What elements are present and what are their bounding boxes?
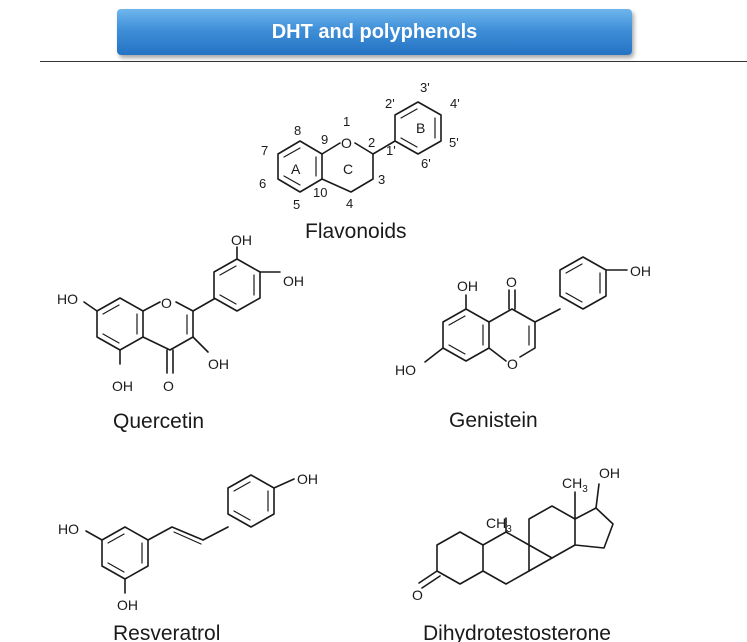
dht-ring-a: [436, 531, 484, 585]
dht-methyl-19: CH3: [486, 515, 512, 535]
quercetin-ring-o: O: [161, 295, 172, 311]
resveratrol-oh-4prime: OH: [297, 471, 318, 487]
position-6: 6: [259, 176, 266, 191]
resveratrol-oh-3: HO: [58, 521, 79, 537]
position-2-prime: 2': [385, 96, 395, 111]
position-1-prime: 1': [386, 143, 396, 158]
quercetin-oh-7: HO: [57, 291, 78, 307]
position-1: 1: [343, 114, 350, 129]
genistein-carbonyl-o: O: [506, 274, 517, 290]
genistein-oh-7: HO: [395, 362, 416, 378]
genistein-structure: OH O OH HO O Genistein: [395, 256, 651, 432]
page-title: DHT and polyphenols: [271, 20, 478, 43]
position-4: 4: [346, 196, 353, 211]
flavonoid-name: Flavonoids: [305, 220, 407, 243]
position-10: 10: [313, 185, 327, 200]
resveratrol-oh-5: OH: [117, 597, 138, 613]
position-2: 2: [368, 135, 375, 150]
title-banner: DHT and polyphenols: [117, 9, 632, 55]
dht-oh-17: OH: [599, 465, 620, 481]
resveratrol-structure: OH HO OH Resveratrol: [58, 471, 318, 642]
genistein-ring-b: [559, 256, 607, 310]
quercetin-oh-5: OH: [112, 378, 133, 394]
genistein-name: Genistein: [449, 409, 538, 432]
position-3-prime: 3': [420, 80, 430, 95]
resveratrol-ring-b: [227, 474, 275, 528]
dht-name: Dihydrotestosterone: [423, 622, 611, 642]
quercetin-oh-3: OH: [208, 356, 229, 372]
genistein-ring-a: [442, 308, 490, 362]
genistein-oh-4prime: OH: [630, 263, 651, 279]
position-6-prime: 6': [421, 156, 431, 171]
position-9: 9: [321, 132, 328, 147]
position-5-prime: 5': [449, 135, 459, 150]
genistein-ring-o: O: [507, 356, 518, 372]
flavonoid-ring-c: [321, 142, 341, 155]
flavonoid-ring-oxygen: O: [341, 135, 352, 151]
quercetin-name: Quercetin: [113, 410, 204, 433]
quercetin-oh-3prime: OH: [231, 232, 252, 248]
quercetin-ring-b: [213, 258, 261, 312]
ring-label-c: C: [343, 161, 353, 177]
quercetin-structure: OH OH HO OH OH O O Quercetin: [57, 232, 304, 433]
position-3: 3: [378, 172, 385, 187]
flavonoid-ring-b: [394, 101, 442, 155]
resveratrol-ring-a: [101, 526, 149, 580]
position-8: 8: [294, 123, 301, 138]
quercetin-oh-4prime: OH: [283, 273, 304, 289]
flavonoid-structure: O A B C 1 2 3 4 5 6 7 8 9 10 1' 2' 3' 4'…: [259, 80, 460, 243]
genistein-oh-5: OH: [457, 278, 478, 294]
ring-label-b: B: [416, 120, 425, 136]
ring-label-a: A: [291, 161, 301, 177]
position-7: 7: [261, 143, 268, 158]
dht-structure: O CH3 CH3 OH Dihydrotestosterone: [412, 465, 620, 642]
dht-methyl-18: CH3: [562, 475, 588, 495]
quercetin-carbonyl-o: O: [163, 378, 174, 394]
dht-carbonyl-o: O: [412, 587, 423, 603]
position-5: 5: [293, 197, 300, 212]
quercetin-ring-a: [96, 297, 144, 351]
title-divider: [40, 61, 747, 62]
resveratrol-name: Resveratrol: [113, 622, 220, 642]
position-4-prime: 4': [450, 96, 460, 111]
